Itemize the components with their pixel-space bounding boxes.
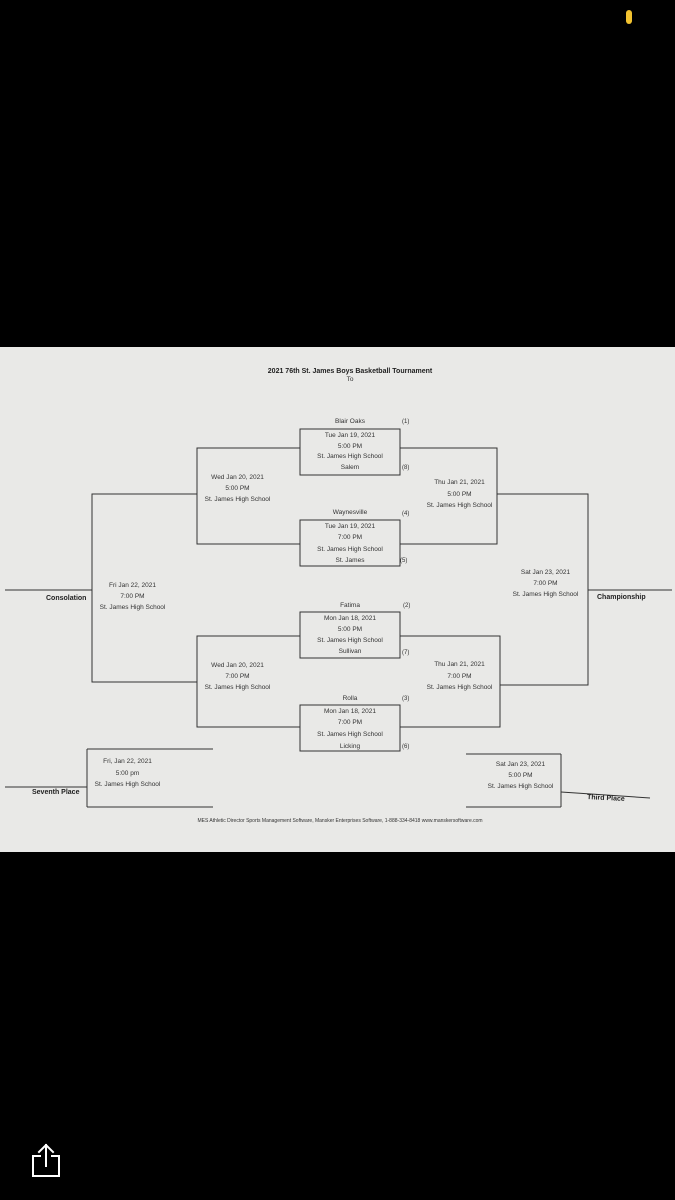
game-venue: St. James High School: [94, 781, 161, 788]
seed-top: (1): [402, 419, 410, 425]
team-top: Fatima: [340, 602, 360, 609]
game-venue: St. James High School: [487, 783, 554, 790]
team-bottom: St. James: [335, 557, 365, 564]
game-date: Sat Jan 23, 2021: [520, 569, 571, 576]
seed-bottom: (6): [402, 744, 410, 750]
game-venue: St. James High School: [426, 684, 493, 691]
tournament-subtitle: To: [346, 376, 354, 383]
game-time: 7:00 PM: [337, 534, 363, 541]
team-top: Rolla: [342, 695, 358, 702]
tournament-title: 2021 76th St. James Boys Basketball Tour…: [267, 368, 433, 375]
game-date: Fri, Jan 22, 2021: [103, 758, 152, 765]
game-venue: St. James High School: [512, 591, 579, 598]
bracket-photo: 2021 76th St. James Boys Basketball Tour…: [0, 347, 675, 852]
game-time: 7:00 PM: [225, 673, 250, 680]
championship-label: Championship: [597, 594, 646, 601]
game-time: 5:00 PM: [508, 772, 533, 779]
game-venue: St. James High School: [317, 453, 383, 460]
footer-credit: MES Athletic Director Sports Management …: [197, 818, 483, 824]
team-bottom: Sullivan: [338, 648, 362, 655]
game-venue: St. James High School: [317, 731, 383, 738]
game-date: Sat Jan 23, 2021: [495, 761, 546, 768]
game-time: 7:00 PM: [447, 673, 472, 680]
game-venue: St. James High School: [426, 502, 493, 509]
game-date: Tue Jan 19, 2021: [324, 432, 376, 439]
game-date: Mon Jan 18, 2021: [323, 615, 377, 622]
game-date: Fri Jan 22, 2021: [109, 582, 156, 589]
team-top: Waynesville: [332, 509, 368, 516]
consolation-label: Consolation: [46, 595, 87, 602]
game-time: 5:00 pm: [115, 770, 140, 777]
team-top: Blair Oaks: [335, 418, 365, 425]
game-date: Wed Jan 20, 2021: [211, 474, 264, 481]
bracket-lines: [5, 428, 672, 808]
game-venue: St. James High School: [317, 637, 383, 644]
game-venue: St. James High School: [204, 684, 271, 691]
game-venue: St. James High School: [317, 546, 383, 553]
game-date: Thu Jan 21, 2021: [434, 479, 485, 486]
game-date: Thu Jan 21, 2021: [434, 661, 485, 668]
game-date: Tue Jan 19, 2021: [324, 523, 376, 530]
game-date: Mon Jan 18, 2021: [323, 708, 377, 715]
seed-top: (3): [402, 696, 410, 702]
game-time: 5:00 PM: [225, 485, 250, 492]
seventh-place-label: Seventh Place: [32, 789, 80, 796]
game-time: 5:00 PM: [337, 626, 363, 633]
team-bottom: Licking: [339, 743, 361, 750]
game-venue: St. James High School: [99, 604, 166, 611]
game-venue: St. James High School: [204, 496, 271, 503]
seed-bottom: (8): [402, 465, 410, 471]
seed-bottom: (5): [400, 558, 408, 564]
game-time: 5:00 PM: [447, 491, 472, 498]
game-time: 5:00 PM: [337, 443, 363, 450]
seed-top: (4): [402, 511, 410, 517]
game-time: 7:00 PM: [533, 580, 558, 587]
battery-icon: [626, 10, 632, 24]
game-time: 7:00 PM: [337, 719, 363, 726]
game-time: 7:00 PM: [120, 593, 145, 600]
team-bottom: Salem: [340, 464, 360, 471]
seed-bottom: (7): [402, 650, 410, 656]
seed-top: (2): [403, 603, 411, 609]
share-icon[interactable]: [30, 1142, 62, 1178]
game-date: Wed Jan 20, 2021: [211, 662, 264, 669]
